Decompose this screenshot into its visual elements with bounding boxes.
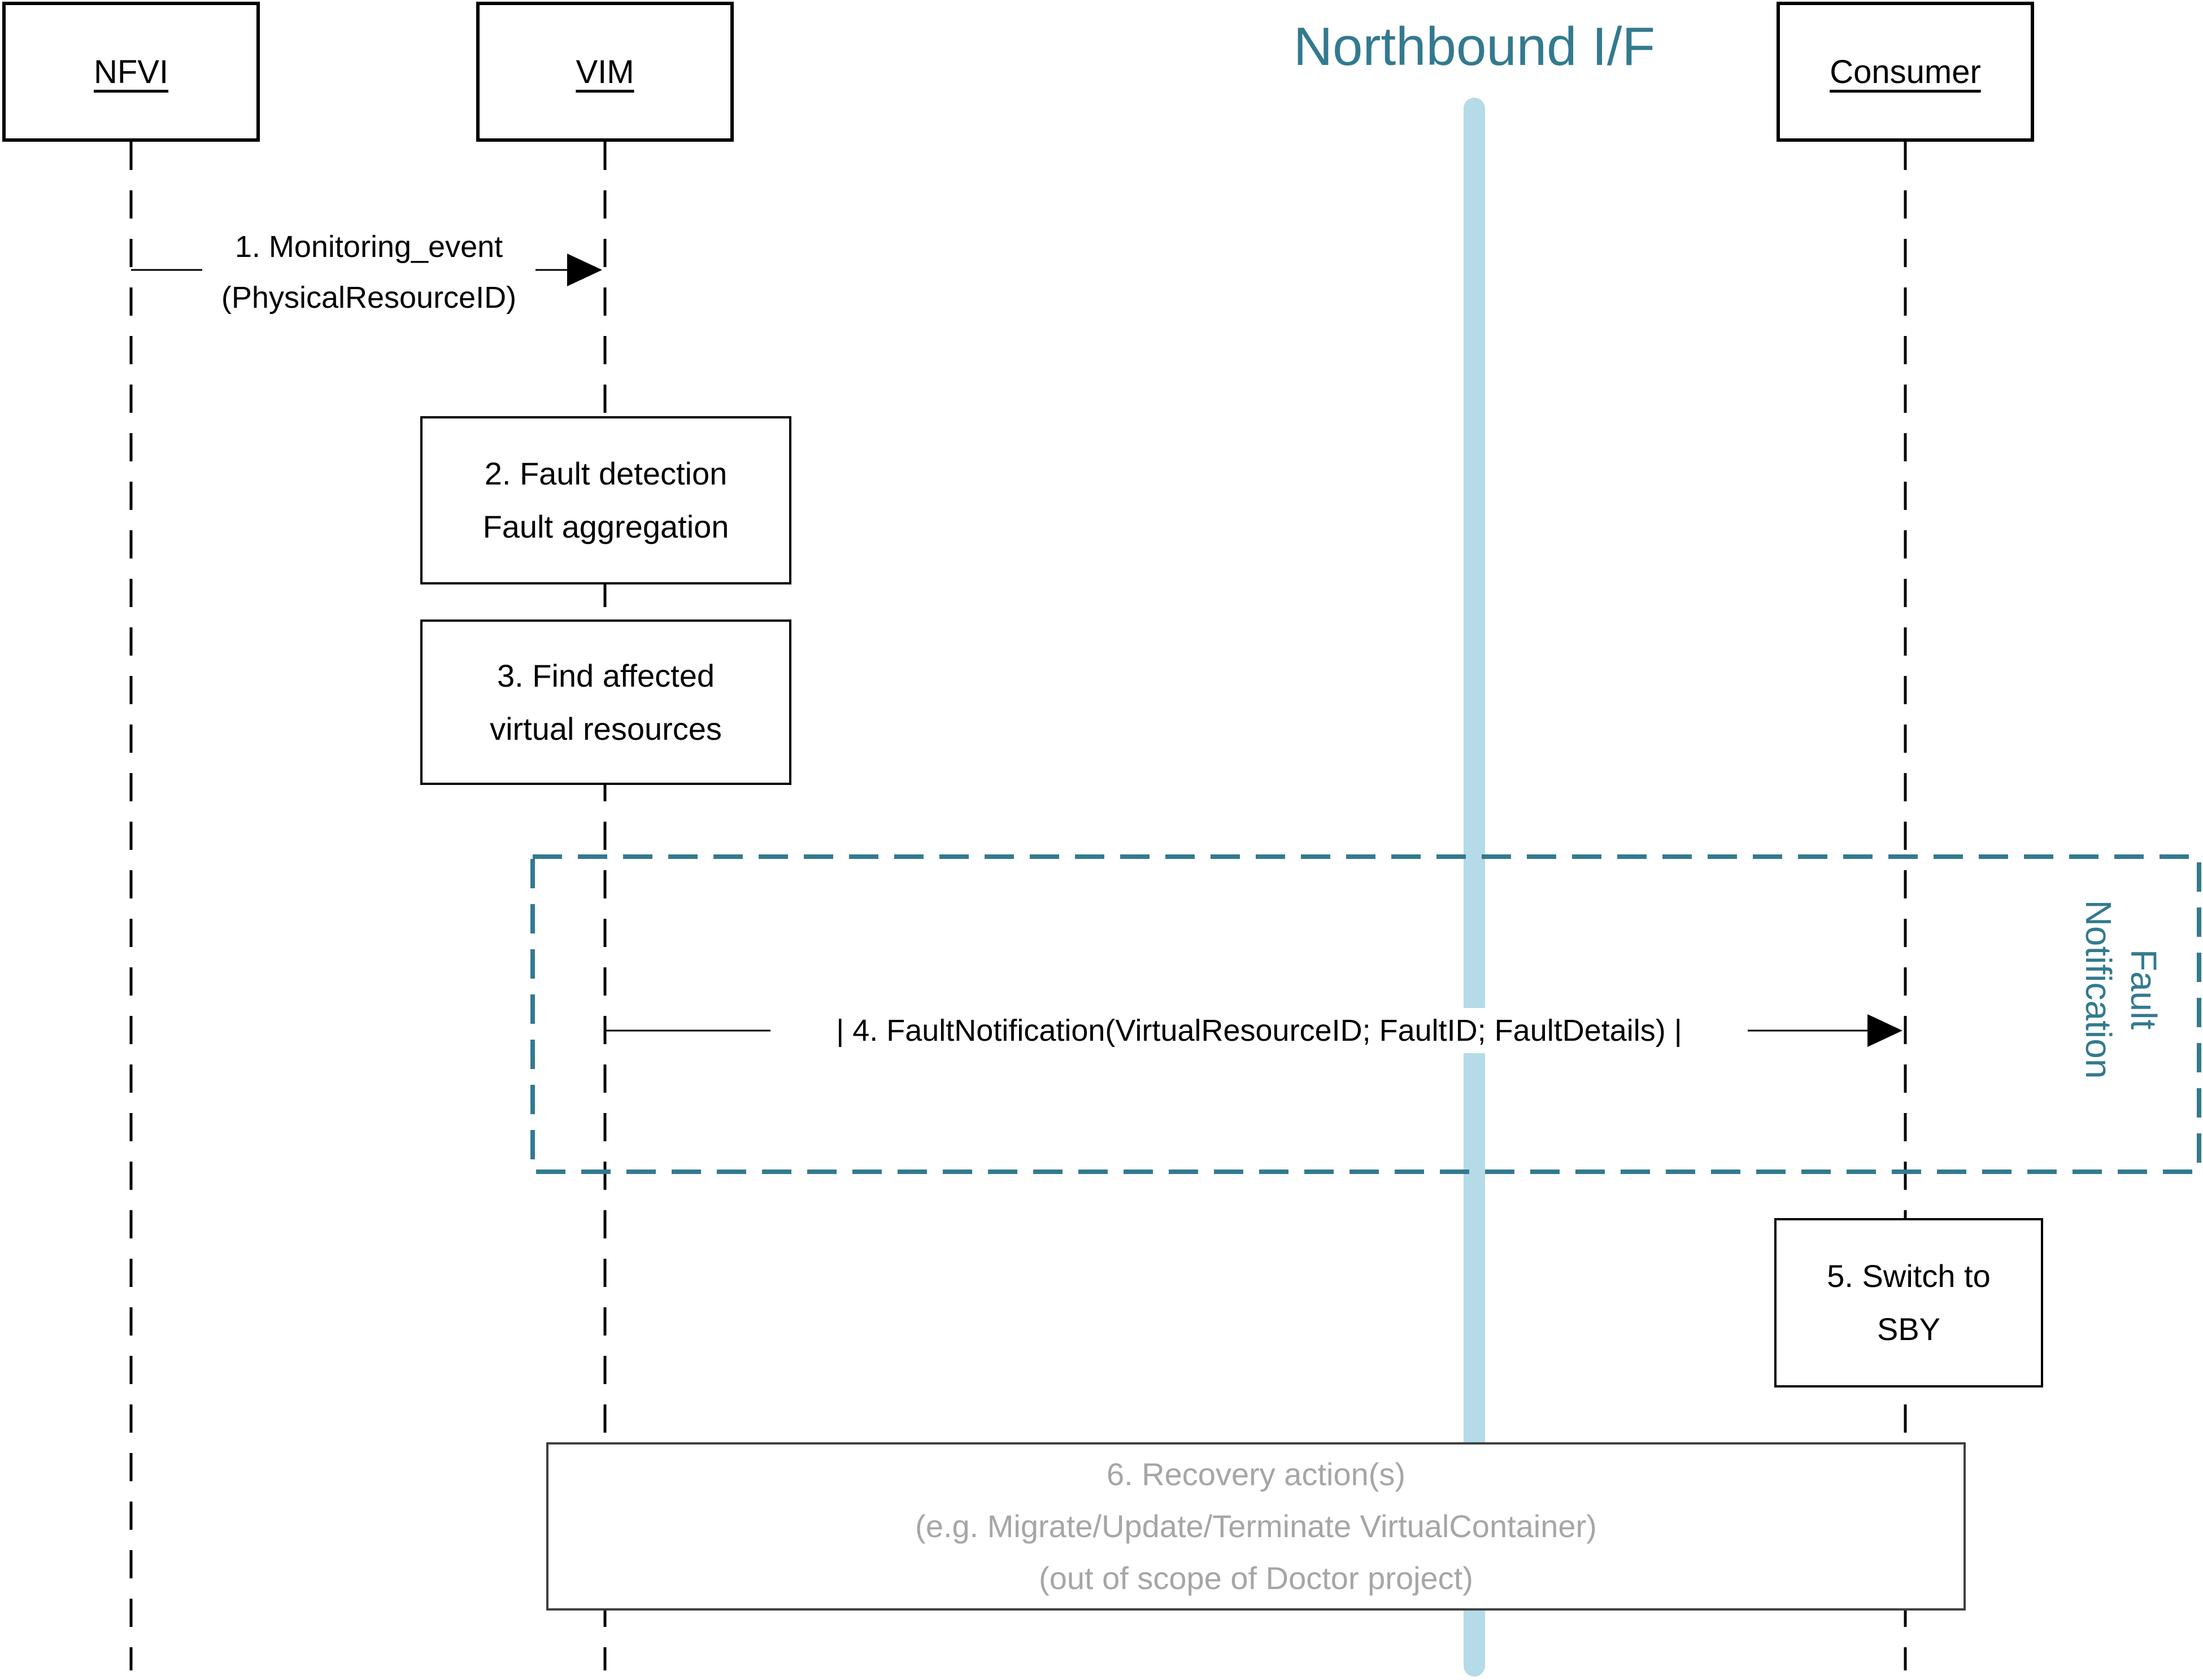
message-1-label: 1. Monitoring_event (PhysicalResourceID) — [202, 221, 535, 323]
message-4-label: | 4. FaultNotification(VirtualResourceID… — [770, 1008, 1748, 1053]
step-2-box: 2. Fault detection Fault aggregation — [420, 416, 791, 584]
step-3-box: 3. Find affected virtual resources — [420, 619, 791, 785]
message-1-arrowhead-icon — [567, 254, 602, 286]
actor-box-consumer: Consumer — [1777, 2, 2034, 142]
step-6-line2: (e.g. Migrate/Update/Terminate VirtualCo… — [915, 1508, 1597, 1544]
northbound-interface-title: Northbound I/F — [1293, 16, 1656, 77]
actor-label-nfvi: NFVI — [93, 53, 169, 90]
step-6-box: 6. Recovery action(s) (e.g. Migrate/Upda… — [546, 1442, 1966, 1611]
frame-label-line2: Notification — [2078, 900, 2119, 1079]
message-1-label-line1: 1. Monitoring_event — [234, 230, 503, 264]
step-5-box: 5. Switch to SBY — [1774, 1218, 2043, 1387]
step-3-line1: 3. Find affected — [497, 657, 715, 693]
message-1-label-line2: (PhysicalResourceID) — [221, 281, 517, 315]
actor-box-vim: VIM — [476, 2, 734, 142]
step-6-line3: (out of scope of Doctor project) — [1039, 1560, 1473, 1596]
actor-label-consumer: Consumer — [1830, 53, 1981, 90]
step-5-line2: SBY — [1877, 1311, 1941, 1347]
step-6-line1: 6. Recovery action(s) — [1106, 1456, 1406, 1492]
fault-notification-frame — [530, 854, 2201, 1174]
frame-label-line1: Fault — [2123, 949, 2164, 1030]
step-2-line1: 2. Fault detection — [484, 456, 728, 491]
actor-label-vim: VIM — [576, 53, 634, 90]
step-5-line1: 5. Switch to — [1827, 1258, 1991, 1294]
fault-notification-frame-label: Fault Notification — [2076, 820, 2166, 1159]
step-3-line2: virtual resources — [490, 710, 722, 747]
actor-box-nfvi: NFVI — [2, 2, 260, 142]
step-2-line2: Fault aggregation — [482, 509, 729, 544]
message-4-arrowhead-icon — [1867, 1014, 1902, 1047]
